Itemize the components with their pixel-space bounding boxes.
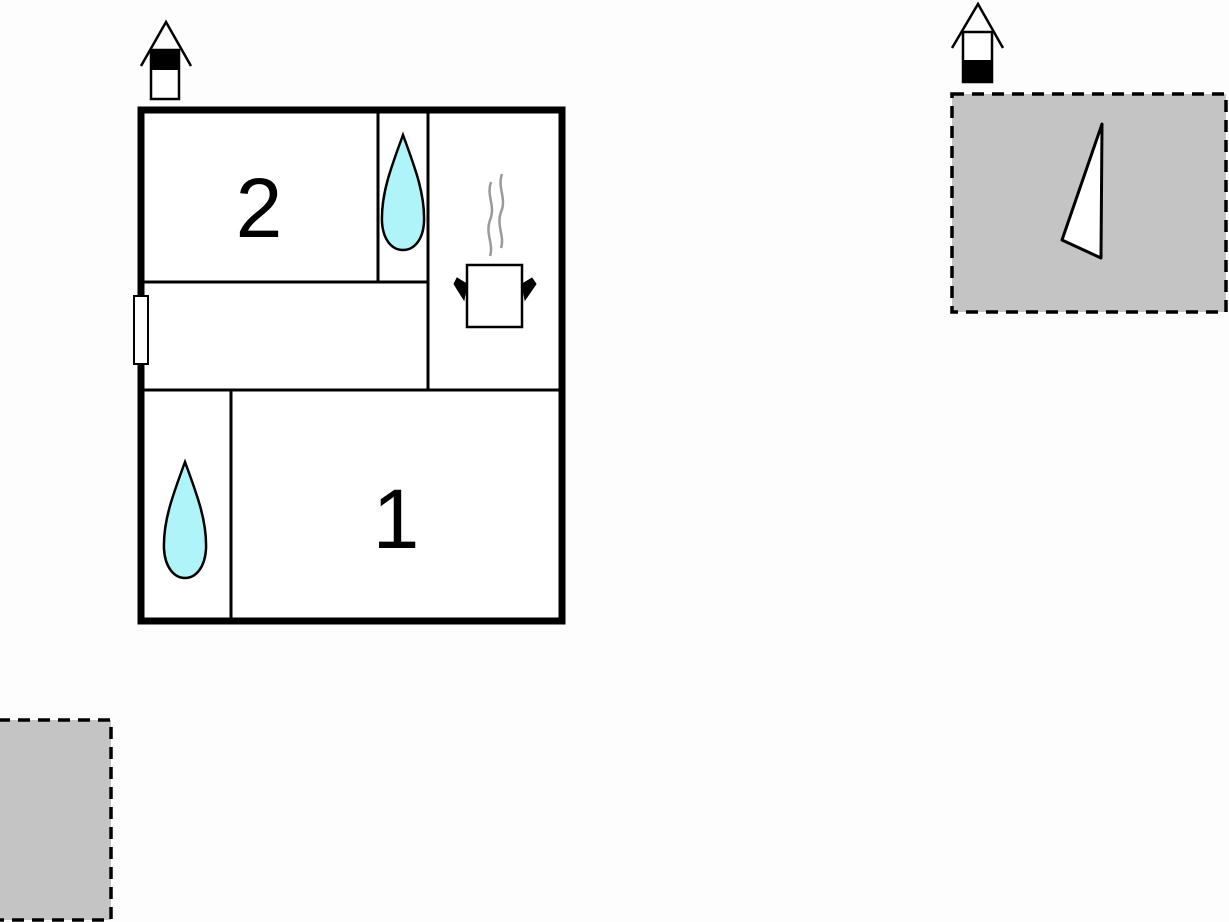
room-label-2: 2 (236, 161, 283, 255)
pot-handle-right (521, 277, 537, 302)
door-left (133, 295, 149, 365)
steam-lines (487, 173, 505, 257)
house: 2 1 (133, 19, 566, 625)
outdoor-area (0, 718, 113, 922)
house-outer-wall (137, 106, 566, 625)
sail-icon (1060, 122, 1104, 260)
entrance-house-icon (139, 19, 193, 101)
pot-handle-left (453, 277, 468, 302)
cooking-pot-icon (453, 173, 537, 329)
entrance-house-icon (950, 1, 1005, 84)
pot-body (465, 263, 524, 329)
interior-walls (141, 110, 562, 621)
terrace (950, 1, 1228, 314)
water-drop-icon (162, 458, 208, 580)
room-label-1: 1 (373, 472, 420, 566)
water-drop-icon (380, 131, 426, 252)
